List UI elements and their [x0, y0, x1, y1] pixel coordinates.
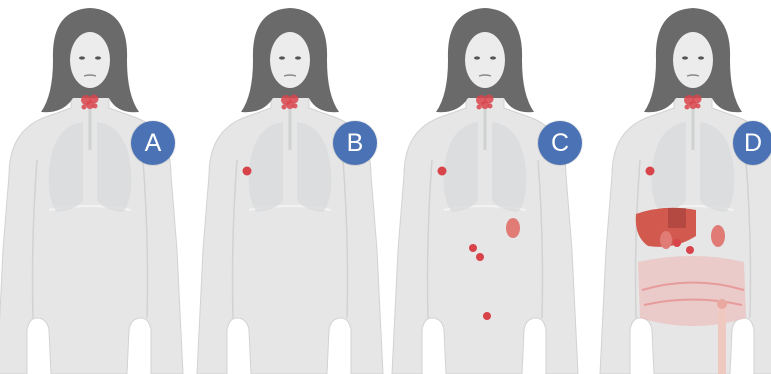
thyroid-nodule: [477, 105, 482, 110]
arm-metastasis: [243, 167, 252, 176]
badge-a: A: [131, 121, 175, 165]
pelvic-node: [483, 312, 491, 320]
eye-left: [279, 56, 285, 59]
panel-d: D: [597, 0, 771, 374]
figure-group: [197, 8, 383, 374]
thyroid-lesion: [476, 95, 494, 110]
figure-group: [392, 8, 578, 374]
badge-c: C: [538, 121, 582, 165]
eye-right: [698, 56, 704, 59]
figure-group: [0, 8, 183, 374]
badge-d: D: [733, 121, 771, 165]
abdominal-node: [469, 244, 477, 252]
eye-right: [295, 56, 301, 59]
kidney-lesion: [506, 218, 520, 238]
femur-lesion: [718, 300, 726, 374]
eye-left: [79, 56, 85, 59]
thyroid-nodule: [282, 105, 287, 110]
liver-lobe: [668, 208, 686, 228]
eye-left: [474, 56, 480, 59]
eye-left: [682, 56, 688, 59]
arm-metastasis: [646, 167, 655, 176]
thyroid-nodule: [696, 104, 701, 109]
thyroid-nodule: [488, 104, 493, 109]
figure-a: [0, 0, 200, 374]
badge-b: B: [333, 121, 377, 165]
eye-right: [95, 56, 101, 59]
thyroid-lesion: [281, 95, 299, 110]
figure-d: [597, 0, 771, 374]
panel-a: A: [0, 0, 200, 374]
figure-group: [600, 8, 771, 374]
kidney-left: [660, 231, 672, 249]
face: [70, 32, 110, 88]
thyroid-nodule: [293, 104, 298, 109]
thyroid-lesion: [684, 95, 702, 110]
femur-head: [717, 299, 727, 309]
panel-c: C: [395, 0, 595, 374]
kidney-right: [711, 225, 725, 247]
arm-metastasis: [438, 167, 447, 176]
abdominal-node: [476, 253, 484, 261]
eye-right: [490, 56, 496, 59]
thyroid-lesion: [81, 95, 99, 110]
thyroid-nodule: [685, 105, 690, 110]
face: [673, 32, 713, 88]
panel-b: B: [200, 0, 400, 374]
thyroid-nodule: [93, 104, 98, 109]
figure-c: [395, 0, 595, 374]
intestines: [638, 256, 746, 326]
face: [270, 32, 310, 88]
liver-node: [673, 239, 681, 247]
thyroid-nodule: [82, 105, 87, 110]
liver-node: [686, 246, 694, 254]
figure-b: [200, 0, 400, 374]
face: [465, 32, 505, 88]
